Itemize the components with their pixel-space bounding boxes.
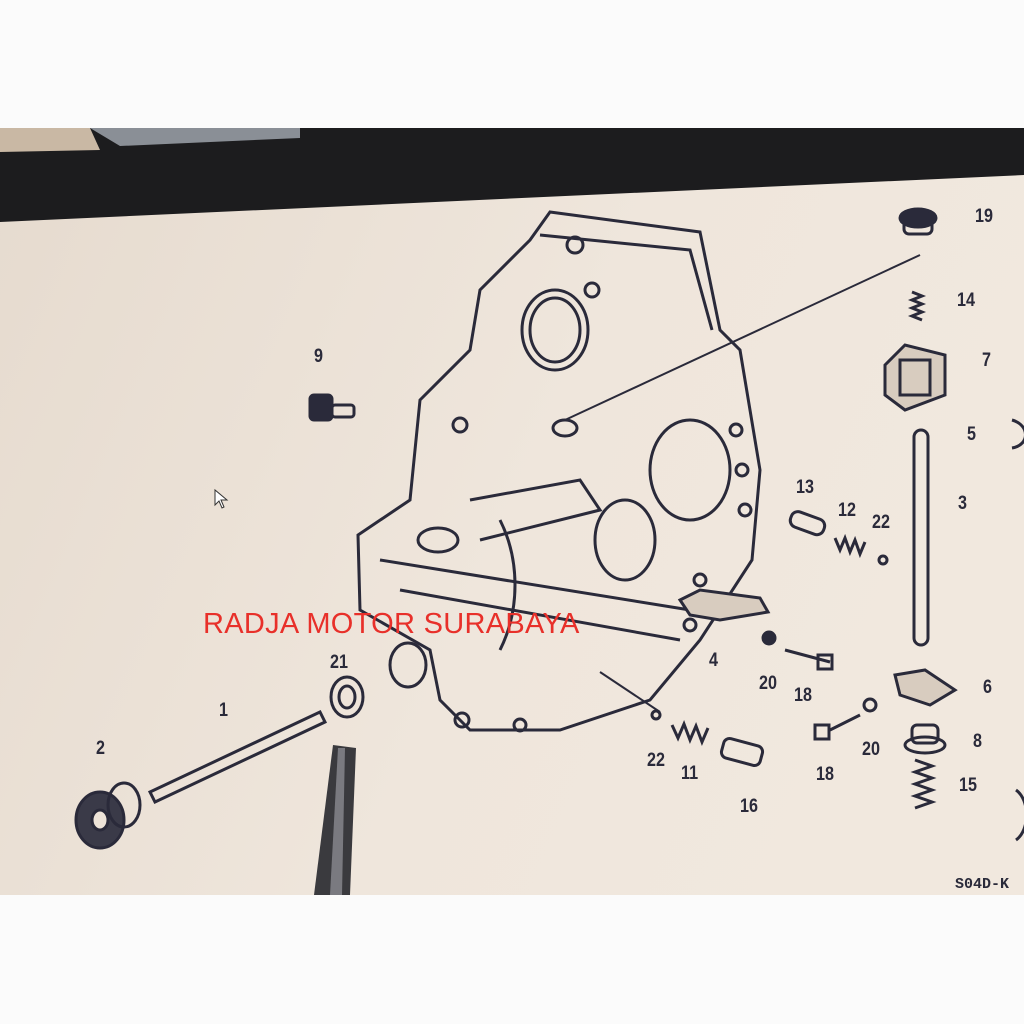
- callout-20: 20: [759, 673, 777, 694]
- part-1-shaft: [147, 710, 328, 804]
- part-16-plug: [719, 737, 765, 767]
- callout-16: 16: [740, 796, 758, 817]
- parts: [74, 207, 1024, 850]
- callout-13: 13: [796, 477, 814, 498]
- callout-21: 21: [330, 652, 348, 673]
- callout-4: 4: [709, 650, 718, 671]
- callout-15: 15: [959, 775, 977, 796]
- monitor-bezel: [0, 128, 1024, 222]
- part-8-seat: [903, 723, 947, 755]
- part-13-pin: [788, 510, 827, 537]
- part-5-clip: [1011, 418, 1024, 450]
- part-19-cap: [898, 207, 938, 236]
- part-4-fork: [677, 588, 771, 622]
- callout-3: 3: [958, 493, 967, 514]
- callout-20-lower: 20: [862, 739, 880, 760]
- part-14-spring: [907, 290, 927, 322]
- part-7-bracket: [883, 343, 947, 412]
- diagram-code: S04D-K: [955, 876, 1010, 893]
- watermark-text: RADJA MOTOR SURABAYA: [203, 608, 580, 640]
- part-22-ball-lower: [650, 709, 662, 721]
- part-20-washer: [761, 630, 878, 713]
- part-21-seal: [329, 641, 428, 719]
- callout-22-lower: 22: [647, 750, 665, 771]
- callout-8: 8: [973, 731, 982, 752]
- callout-18: 18: [794, 685, 812, 706]
- callout-19: 19: [975, 206, 993, 227]
- part-9-bolt: [308, 393, 356, 422]
- part-2-plug: [74, 781, 142, 850]
- callout-9: 9: [314, 346, 323, 367]
- callout-6: 6: [983, 677, 992, 698]
- mouse-cursor-icon: [214, 488, 229, 509]
- part-partial-right: [1014, 788, 1024, 842]
- part-12-spring: [833, 533, 867, 559]
- part-22-ball: [877, 554, 889, 566]
- callout-18-lower: 18: [816, 764, 834, 785]
- callout-14: 14: [957, 290, 975, 311]
- part-11-spring: [670, 719, 710, 747]
- callout-22: 22: [872, 512, 890, 533]
- callout-1: 1: [219, 700, 228, 721]
- transmission-housing-drawing: [356, 210, 921, 733]
- part-15-spring: [910, 758, 937, 810]
- callout-7: 7: [982, 350, 991, 371]
- part-6-block: [893, 668, 958, 707]
- callout-11: 11: [681, 763, 699, 784]
- stylus-pen: [314, 745, 356, 895]
- part-18-bolt: [784, 648, 861, 741]
- part-3-shaft: [912, 428, 930, 647]
- callout-2: 2: [96, 738, 105, 759]
- callout-5: 5: [967, 424, 976, 445]
- callout-12: 12: [838, 500, 856, 521]
